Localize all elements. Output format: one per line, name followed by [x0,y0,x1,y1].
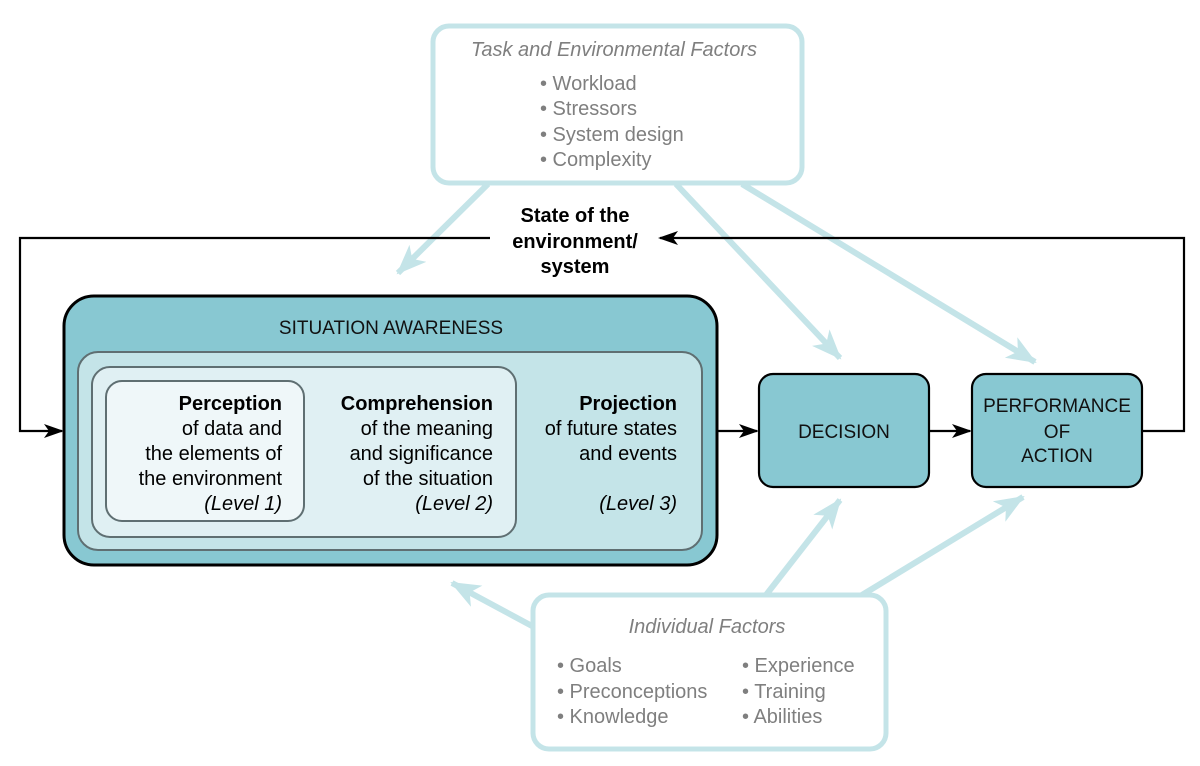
performance-line: PERFORMANCE [983,396,1131,417]
individual-to-performance-arrow [860,494,1025,598]
individual-factor-item: • Knowledge [557,706,669,728]
task-factor-item: • Complexity [540,149,651,171]
individual-factors-box: Individual Factors • Goals • Preconcepti… [530,592,889,752]
perception-level: (Level 1) [204,493,282,515]
state-line-3: system [541,256,610,278]
task-factors-box: Task and Environmental Factors • Workloa… [430,23,805,186]
performance-line: ACTION [1021,446,1093,467]
projection-line: of future states [545,418,677,440]
decision-box: DECISION [757,372,931,489]
individual-to-sa-arrow [450,580,534,629]
projection-heading: Projection [579,393,677,415]
state-line-2: environment/ [512,231,638,253]
perception-text: Perception of data and the elements of t… [139,393,283,515]
comprehension-heading: Comprehension [341,393,493,415]
task-factor-item: • System design [540,124,684,146]
feedback-line-right [658,231,1186,433]
perception-level-box [105,380,305,522]
feedback-line-left [18,236,490,438]
situation-awareness-box: SITUATION AWARENESS Perception of data a… [62,294,719,567]
state-line-1: State of the [521,205,630,227]
task-factor-item: • Workload [540,73,637,95]
perception-line: the environment [139,468,283,490]
comprehension-line: of the meaning [361,418,493,440]
individual-to-decision-arrow [763,498,843,597]
feedback-loop [18,231,1186,438]
task-to-decision-arrow [673,181,843,361]
individual-factor-item: • Abilities [742,706,822,728]
decision-label: DECISION [798,422,890,443]
sa-title: SITUATION AWARENESS [279,318,503,339]
perception-line: the elements of [145,443,282,465]
projection-level: (Level 3) [599,493,677,515]
comprehension-line: of the situation [363,468,493,490]
projection-line: and events [579,443,677,465]
perception-heading: Perception [179,393,282,415]
task-factor-item: • Stressors [540,98,637,120]
individual-factor-item: • Experience [742,655,855,677]
comprehension-line: and significance [350,443,493,465]
individual-factor-item: • Goals [557,655,622,677]
individual-factor-item: • Preconceptions [557,681,707,703]
projection-text: Projection of future states and events (… [545,393,677,515]
performance-line: OF [1044,422,1070,443]
task-to-performance-arrow [740,181,1037,365]
comprehension-level: (Level 2) [415,493,493,515]
task-factors-title: Task and Environmental Factors [471,39,757,61]
performance-box: PERFORMANCE OF ACTION [970,372,1144,489]
comprehension-text: Comprehension of the meaning and signifi… [341,393,493,515]
task-to-sa-arrow [395,181,491,276]
perception-line: of data and [182,418,282,440]
individual-factor-item: • Training [742,681,826,703]
state-of-environment-label: State of the environment/ system [512,205,638,278]
individual-factors-title: Individual Factors [629,616,786,638]
influence-arrows [395,181,1037,629]
